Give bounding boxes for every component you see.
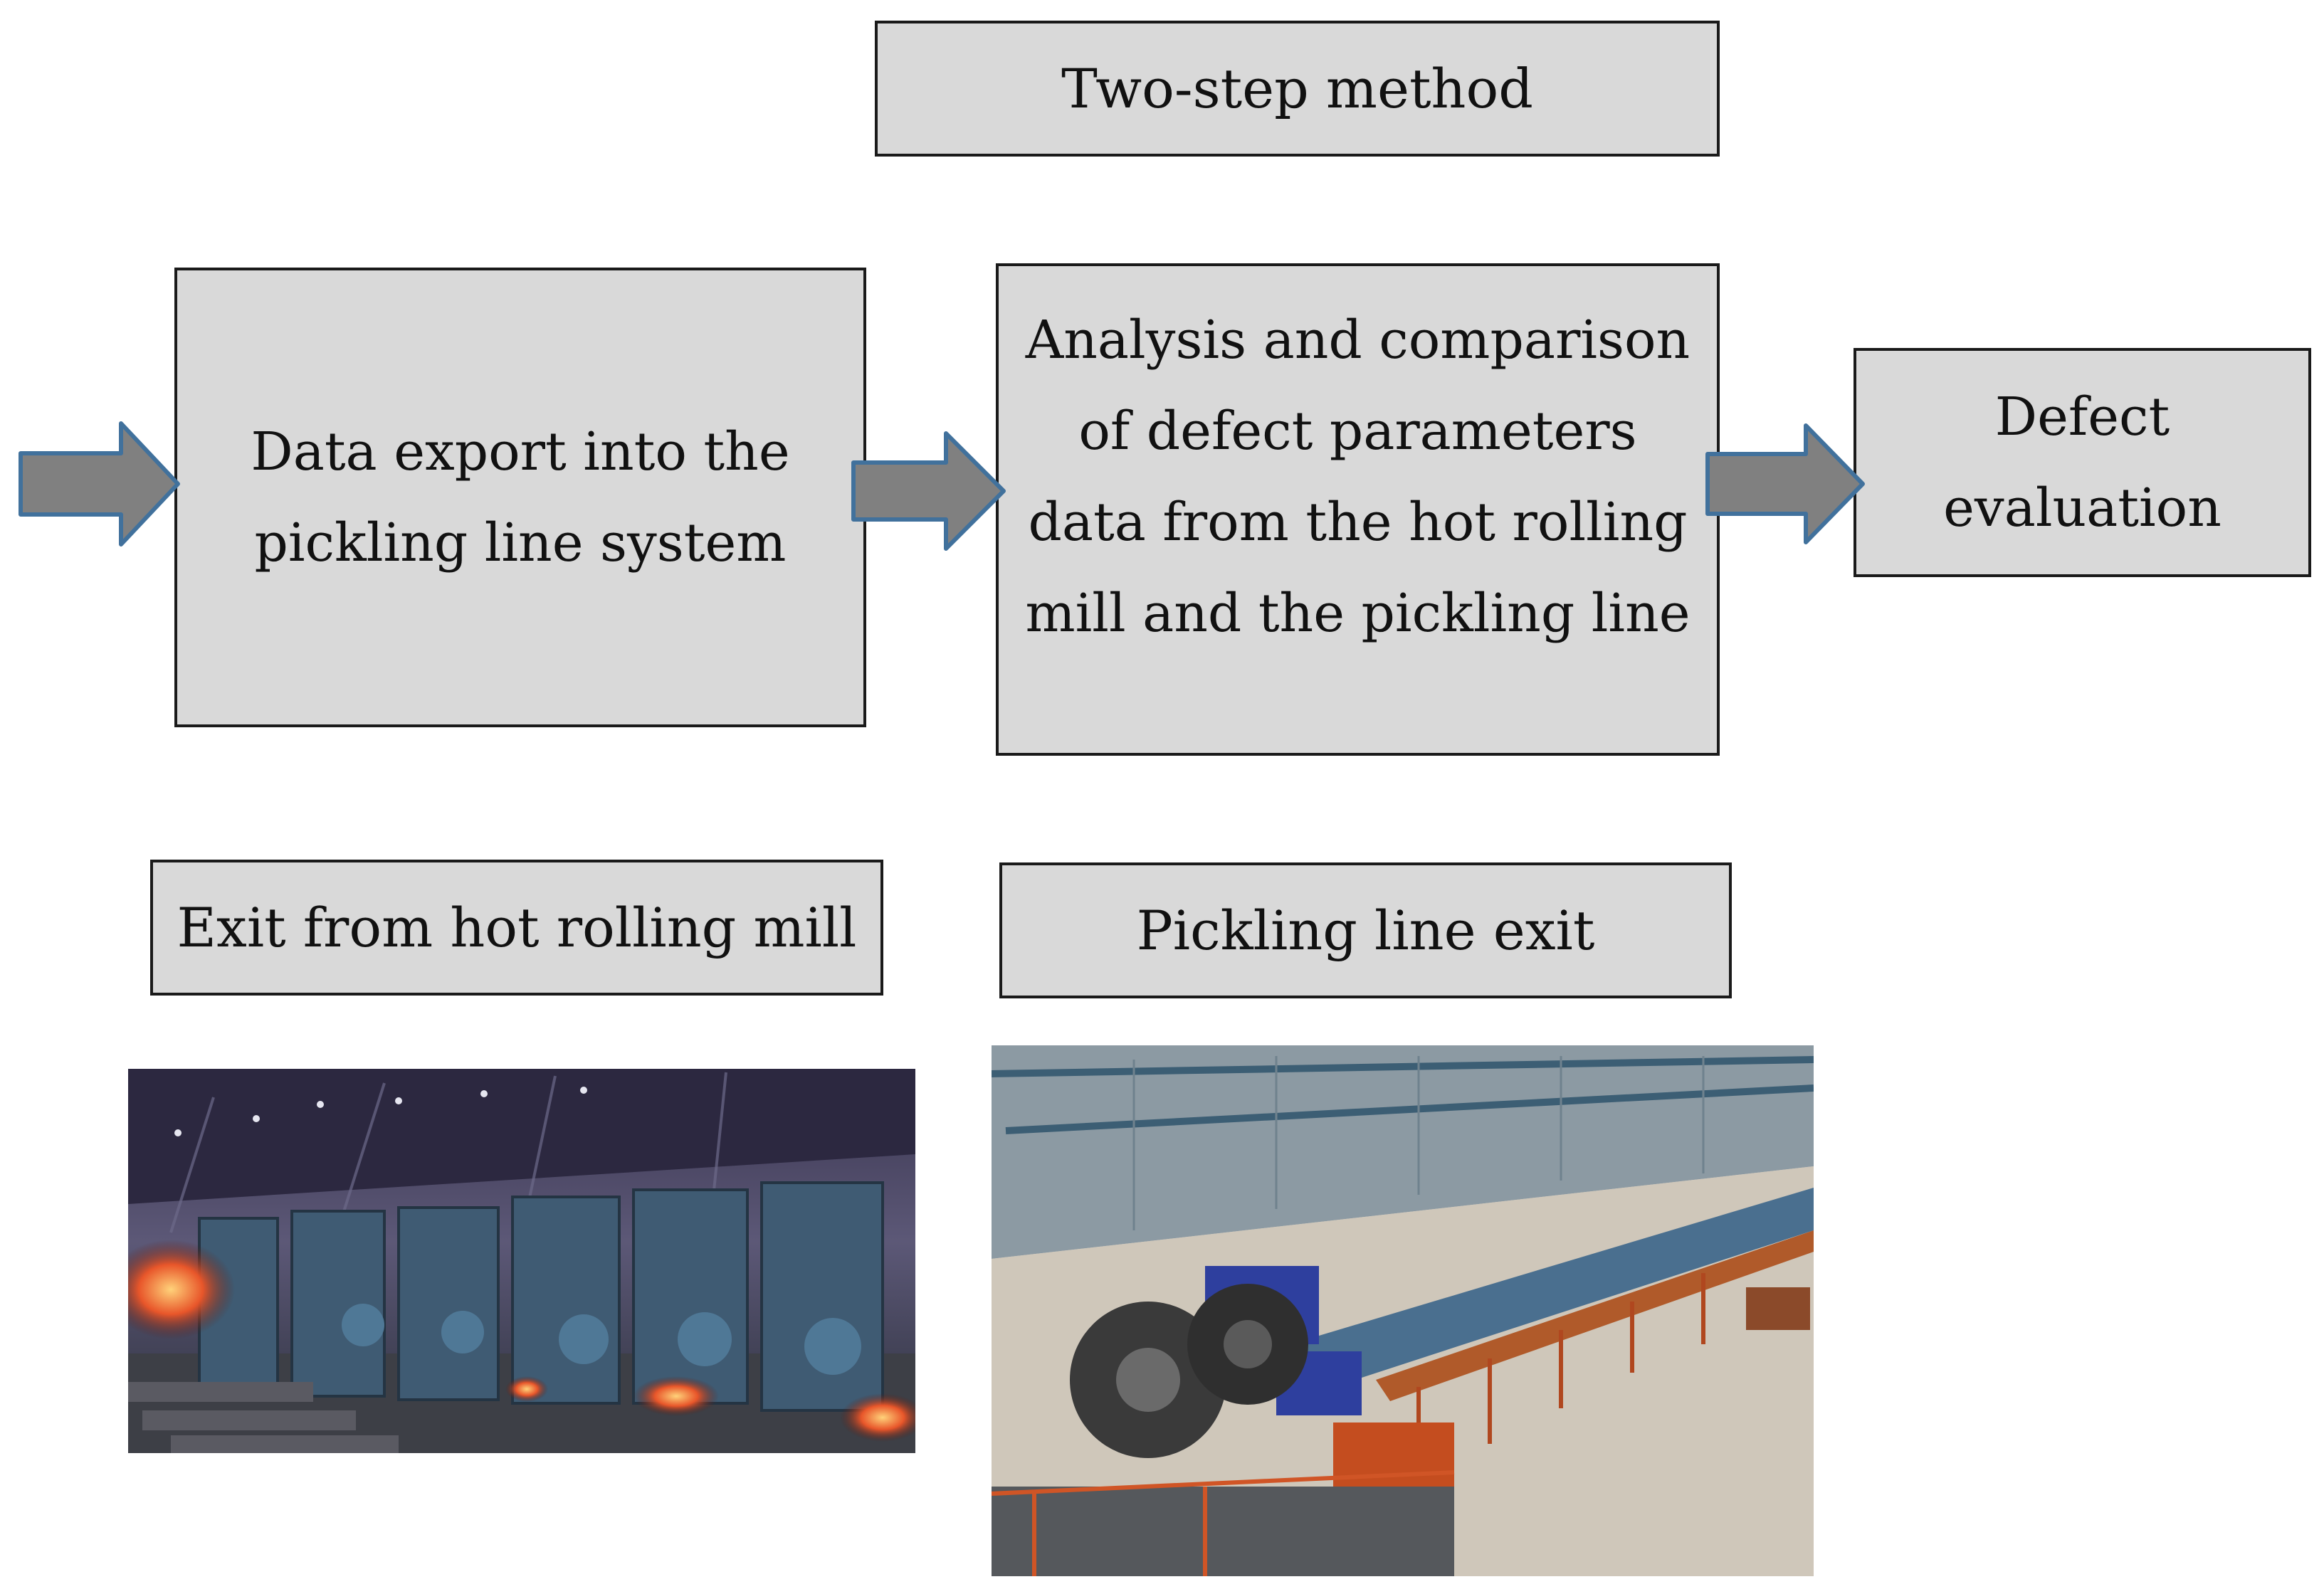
step-data-export-box: Data export into the pickling line syste… <box>174 268 866 727</box>
hot-rolling-mill-image <box>128 1069 915 1453</box>
step-analysis-text: Analysis and comparison of defect parame… <box>1025 295 1690 659</box>
arrow-in-icon <box>19 421 180 547</box>
step-data-export-line-2: pickling line system <box>254 512 787 574</box>
arrow-step1-to-step2-icon <box>851 431 1006 551</box>
pickling-line-photo <box>992 1045 1814 1576</box>
step-defect-evaluation-box: Defect evaluation <box>1854 348 2311 577</box>
step-analysis-line-3: data from the hot rolling <box>1028 492 1688 553</box>
step-data-export-line-1: Data export into the <box>251 421 790 482</box>
step-defect-evaluation-line-1: Defect <box>1994 386 2170 448</box>
step-analysis-line-2: of defect parameters <box>1078 401 1637 462</box>
hot-rolling-mill-photo <box>128 1069 915 1453</box>
step-analysis-box: Analysis and comparison of defect parame… <box>996 263 1720 756</box>
step-defect-evaluation-line-2: evaluation <box>1943 477 2222 539</box>
method-title: Two-step method <box>1061 57 1533 120</box>
step-defect-evaluation-text: Defect evaluation <box>1943 371 2222 554</box>
arrow-step2-to-step3-icon <box>1705 423 1865 544</box>
step-analysis-line-1: Analysis and comparison <box>1025 310 1691 371</box>
pickling-label: Pickling line exit <box>1136 899 1595 962</box>
hot-mill-label-box: Exit from hot rolling mill <box>150 860 883 996</box>
pickling-line-image <box>992 1045 1814 1576</box>
step-analysis-line-4: mill and the pickling line <box>1025 583 1691 644</box>
hot-mill-label: Exit from hot rolling mill <box>177 896 857 959</box>
method-title-box: Two-step method <box>875 21 1720 157</box>
pickling-label-box: Pickling line exit <box>999 862 1732 998</box>
step-data-export-text: Data export into the pickling line syste… <box>251 406 789 588</box>
